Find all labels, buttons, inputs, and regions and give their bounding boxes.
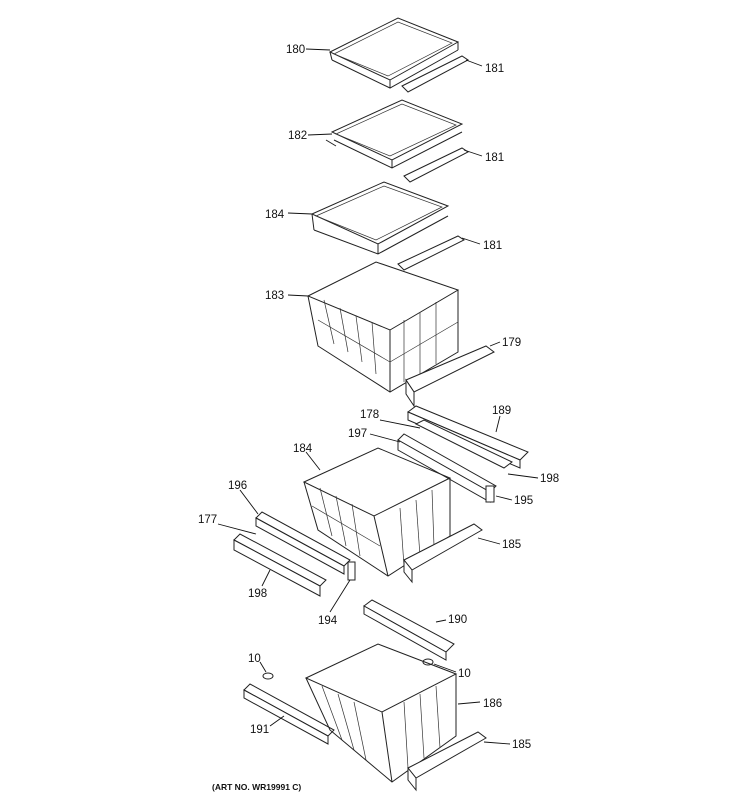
screw-10-b [422, 658, 434, 666]
rail-bracket-198 [233, 533, 327, 597]
callout-181-c: 181 [483, 240, 502, 252]
callout-179: 179 [502, 337, 521, 349]
callout-191: 191 [250, 724, 269, 736]
wire-basket-186 [304, 643, 458, 783]
callout-189: 189 [492, 405, 511, 417]
callout-10-a: 10 [248, 653, 261, 665]
art-number: (ART NO. WR19991 C) [212, 782, 301, 792]
basket-front-185-a [403, 523, 483, 584]
callout-190: 190 [448, 614, 467, 626]
callout-178: 178 [360, 409, 379, 421]
callout-194: 194 [318, 615, 338, 627]
callout-181-a: 181 [485, 63, 504, 75]
callout-198-a: 198 [540, 473, 559, 485]
rail-slide-191 [243, 683, 335, 745]
shelf-trim-181-a [401, 55, 469, 93]
callout-195: 195 [514, 495, 533, 507]
shelf-trim-181-b [403, 147, 469, 183]
basket-front-185-b [407, 731, 487, 792]
callout-186: 186 [483, 698, 502, 710]
callout-198-b: 198 [248, 588, 267, 600]
callout-184-b: 184 [293, 443, 313, 455]
callout-185-b: 185 [512, 739, 531, 751]
rail-slide-178 [414, 419, 513, 469]
callout-180: 180 [286, 44, 305, 56]
wire-shelf-182 [325, 99, 464, 169]
rail-slide-196 [255, 511, 351, 575]
callout-181-b: 181 [485, 152, 504, 164]
wire-basket-184 [302, 447, 452, 577]
basket-front-179 [405, 345, 495, 408]
callout-182: 182 [288, 130, 307, 142]
screw-10-a [262, 672, 274, 680]
callout-10-b: 10 [458, 668, 471, 680]
callout-196: 196 [228, 480, 247, 492]
shelf-trim-181-c [397, 235, 465, 271]
callout-184-a: 184 [265, 209, 285, 221]
callout-185-a: 185 [502, 539, 521, 551]
rail-stop-194 [347, 561, 356, 581]
callout-177: 177 [198, 514, 217, 526]
wire-shelf-180 [328, 17, 460, 89]
wire-basket-183 [306, 261, 460, 393]
rail-cover-190 [363, 599, 455, 661]
callout-183: 183 [265, 290, 284, 302]
rail-stop-195 [485, 485, 495, 503]
leader-lines [217, 48, 539, 745]
callout-197: 197 [348, 428, 367, 440]
wire-shelf-184 [310, 181, 450, 255]
